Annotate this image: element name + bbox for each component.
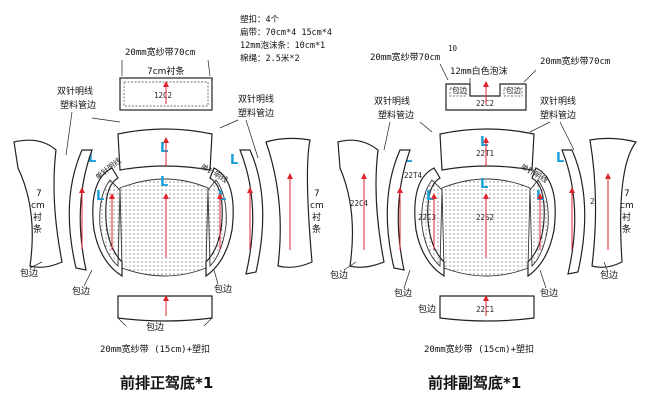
right-pattern: 20mm宽纱带70cm 10 12mm白色泡沫 20mm宽纱带70cm 22C2… xyxy=(330,44,638,392)
right-bottom-tape-label: 20mm宽纱带 (15cm)+塑扣 xyxy=(424,343,534,355)
right-flap-r xyxy=(503,87,523,97)
left-pattern: 20mm宽纱带70cm 7cm衬条 12C2 双针明线 塑料管边 双针明线 塑料… xyxy=(13,46,324,392)
left-top-tape-label: 20mm宽纱带70cm xyxy=(125,46,195,58)
left-grain-arrows xyxy=(79,81,293,316)
left-piece-seat-center xyxy=(119,178,209,277)
left-piece-side-panel-l xyxy=(13,139,63,268)
right-binding-2: 包边 xyxy=(394,287,412,299)
left-stitch-label-a2: 塑料管边 xyxy=(60,99,96,111)
right-code-22t1: 22T1 xyxy=(476,149,494,158)
right-binding-leaders xyxy=(343,261,609,289)
right-binding-3: 包边 xyxy=(540,287,558,299)
right-piece-bolster-inner-r-fill xyxy=(529,179,549,268)
note-line-1: 塑扣：4个 xyxy=(240,14,280,25)
right-arc-stitch-r: 单针明线 xyxy=(519,161,550,185)
left-stitch-label-a1: 双针明线 xyxy=(57,85,93,97)
left-binding-1: 包边 xyxy=(20,267,38,279)
right-piece-side-strip-r xyxy=(561,149,586,275)
right-flap-binding-l: 包边 xyxy=(452,85,467,95)
left-L-rightside: L xyxy=(230,153,238,168)
left-binding-2: 包边 xyxy=(72,285,90,297)
right-code-22c1: 22C1 xyxy=(476,305,494,314)
left-L-center: L xyxy=(160,175,168,190)
right-piece-22c4 xyxy=(337,139,385,268)
left-lining-label: 7cm衬条 xyxy=(147,65,184,77)
right-top-tape-label-r: 20mm宽纱带70cm xyxy=(540,55,610,67)
left-piece-side-strip-r xyxy=(239,149,264,275)
right-piece-side-strip-l xyxy=(386,149,411,271)
right-caption: 前排副驾底*1 xyxy=(428,374,521,392)
right-stitch-label-b2: 塑料管边 xyxy=(540,109,576,121)
right-flap-binding-r: 包边 xyxy=(506,85,521,95)
right-L-center: L xyxy=(480,177,488,192)
note-line-3: 12mm泡沫条：10cm*1 xyxy=(240,40,325,51)
left-binding-3: 包边 xyxy=(214,283,232,295)
right-piece-22c1 xyxy=(439,295,535,322)
right-code-22t4: 22T4 xyxy=(404,171,423,180)
left-piece-bolster-inner-r-fill xyxy=(207,179,227,268)
right-binding-1: 包边 xyxy=(330,269,348,281)
right-code-22c3-l: 22C3 xyxy=(418,213,436,222)
left-piece-bottom-tab xyxy=(117,295,213,322)
note-line-2: 扁带：70cm*4 15cm*4 xyxy=(240,27,332,38)
left-L-top: L xyxy=(160,141,168,156)
left-binding-4: 包边 xyxy=(146,321,164,333)
materials-notes: 塑扣：4个 扁带：70cm*4 15cm*4 12mm泡沫条：10cm*1 棉绳… xyxy=(240,14,332,64)
left-stitch-label-b2: 塑料管边 xyxy=(238,107,274,119)
left-top-tape-leader xyxy=(121,59,211,77)
right-num-10: 10 xyxy=(448,44,458,53)
left-L-inner-l: L xyxy=(96,189,104,204)
right-code-22s2: 22S2 xyxy=(476,213,494,222)
left-code-12c2: 12C2 xyxy=(154,91,172,100)
left-stitch-label-b1: 双针明线 xyxy=(238,93,274,105)
right-stitch-label-b1: 双针明线 xyxy=(540,95,576,107)
right-L-inner-l: L xyxy=(426,189,434,204)
right-L-rightside: L xyxy=(556,151,564,166)
right-binding-5: 包边 xyxy=(600,269,618,281)
right-L-top: L xyxy=(480,135,488,150)
right-grain-arrows xyxy=(361,81,611,316)
right-top-tape-label-l: 20mm宽纱带70cm xyxy=(370,51,440,63)
right-L-leftside: L xyxy=(404,151,412,166)
right-binding-4: 包边 xyxy=(418,303,436,315)
right-piece-bolster-inner-l-fill xyxy=(421,179,443,267)
left-L-leftside: L xyxy=(88,151,96,166)
left-binding-leaders xyxy=(29,261,219,327)
left-piece-side-strip-l xyxy=(68,149,93,271)
right-piece-side-panel-r xyxy=(589,137,638,268)
right-foam-label: 12mm白色泡沫 xyxy=(450,65,508,77)
right-stitch-label-a1: 双针明线 xyxy=(374,95,410,107)
right-code-22c2: 22C2 xyxy=(476,99,494,108)
note-line-4: 棉绳：2.5米*2 xyxy=(240,53,300,64)
left-piece-bolster-inner-l-fill xyxy=(99,179,121,267)
right-flap-l xyxy=(449,87,467,97)
left-piece-upper-band xyxy=(117,128,213,171)
left-L-inner-r: L xyxy=(218,189,226,204)
left-caption: 前排正驾底*1 xyxy=(120,374,213,392)
right-stitch-leaders xyxy=(383,121,575,151)
right-stitch-label-a2: 塑料管边 xyxy=(378,109,414,121)
left-bottom-tape-label: 20mm宽纱带 (15cm)+塑扣 xyxy=(100,343,210,355)
left-stitch-leaders xyxy=(65,111,259,159)
right-code-22c4: 22C4 xyxy=(350,199,369,208)
right-piece-22t1 xyxy=(439,128,535,171)
left-piece-side-panel-r xyxy=(265,137,313,268)
